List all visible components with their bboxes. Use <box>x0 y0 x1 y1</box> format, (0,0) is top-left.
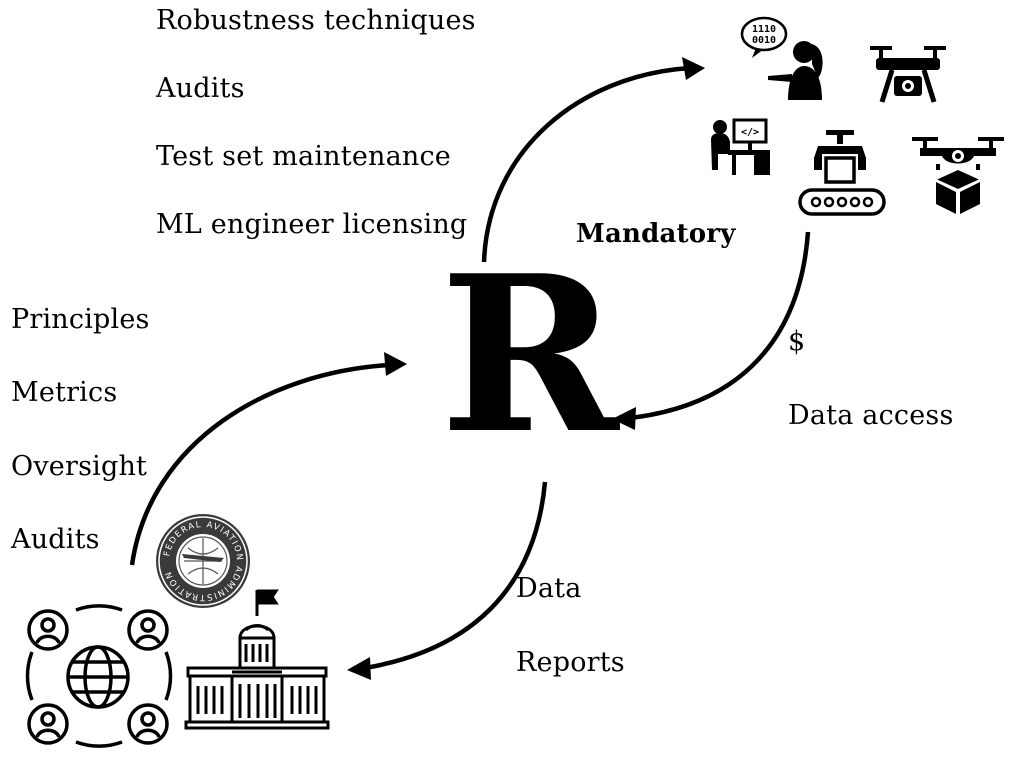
arrow-industry-to-r <box>629 231 811 421</box>
arrow-r-to-government <box>364 481 548 671</box>
label-ml-engineer-licensing: ML engineer licensing <box>156 209 468 240</box>
government-building-icon <box>184 589 330 730</box>
label-principles: Principles <box>11 304 150 335</box>
conveyor-robot-icon <box>798 130 886 216</box>
camera-drone-icon <box>870 46 946 103</box>
svg-text:</>: </> <box>741 127 759 138</box>
global-people-network-icon <box>25 604 173 748</box>
faa-seal-icon: FEDERAL AVIATION ADMINISTRATION <box>156 514 250 608</box>
arrowhead-r-to-government <box>347 657 371 680</box>
label-data: Data <box>516 573 582 604</box>
delivery-drone-icon <box>912 137 1004 214</box>
arrowhead-to-industry <box>682 57 705 80</box>
label-mandatory: Mandatory <box>576 219 736 249</box>
label-oversight: Oversight <box>11 451 148 482</box>
label-dollar: $ <box>788 326 806 357</box>
center-letter: R <box>440 228 619 481</box>
arrow-to-industry <box>481 65 691 263</box>
arrow-people-to-r <box>129 362 391 566</box>
label-reports: Reports <box>516 647 625 678</box>
label-robustness-techniques: Robustness techniques <box>156 5 476 36</box>
arrowhead-people-to-r <box>384 352 407 376</box>
label-test-set-maintenance: Test set maintenance <box>156 141 451 172</box>
label-metrics: Metrics <box>11 377 118 408</box>
label-data-access: Data access <box>788 400 954 431</box>
developer-workstation-icon: </> <box>711 118 770 175</box>
speech-bubble-line-2: 0010 <box>752 35 776 46</box>
label-audits-left: Audits <box>11 524 100 555</box>
label-audits-top: Audits <box>156 73 245 104</box>
woman-speaking-binary-icon: 1110 0010 <box>740 16 823 100</box>
speech-bubble-line-1: 1110 <box>752 24 776 35</box>
arrowhead-industry-to-r <box>612 407 636 430</box>
